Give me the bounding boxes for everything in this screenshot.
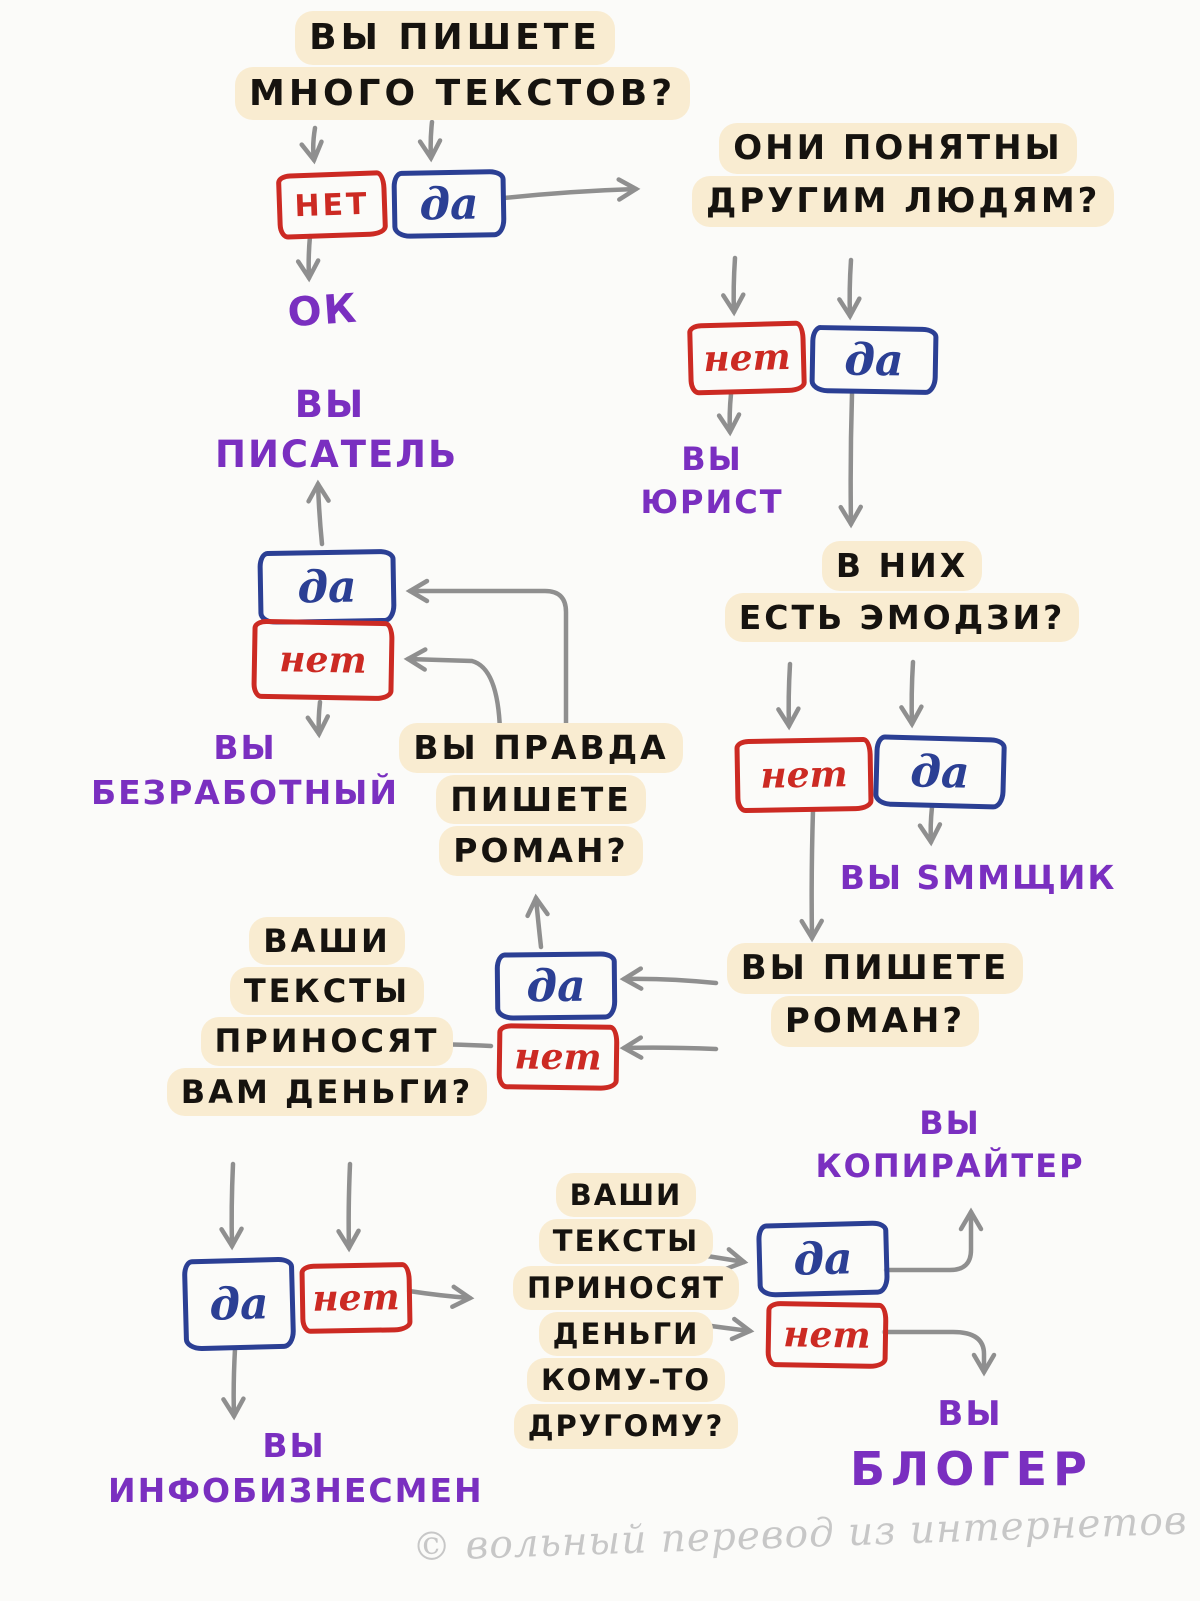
- credit-caption: © вольный перевод из интернетов: [411, 1498, 1189, 1571]
- result-line: БЕЗРАБОТНЫЙ: [90, 772, 399, 812]
- answer-no-understandable: нет: [687, 320, 807, 396]
- result-line: ВЫ: [213, 728, 277, 767]
- arrow-yes-bl-to-info: [221, 1346, 246, 1421]
- question-line: ДЕНЬГИ: [538, 1311, 714, 1357]
- question-line: ПРИНОСЯТ: [512, 1265, 740, 1310]
- question-line: КОМУ-ТО: [526, 1358, 726, 1403]
- arrow-q3-to-yes: [899, 659, 924, 729]
- question-line: ЕСТЬ ЭМОДЗИ?: [724, 592, 1080, 643]
- answer-yes-really-novel: да: [257, 548, 397, 626]
- result-line: БЛОГЕР: [850, 1441, 1093, 1496]
- question-line: ДРУГИМ ЛЮДЯМ?: [692, 175, 1115, 227]
- answer-yes-novel: да: [494, 951, 618, 1021]
- result-line: КОПИРАЙТЕР: [815, 1147, 1085, 1186]
- answer-no-emoji: нет: [734, 736, 874, 814]
- answer-no-money-other: нет: [765, 1300, 889, 1370]
- result-ok: ОК: [261, 280, 384, 342]
- arrow-no-to-q5: [799, 807, 824, 943]
- arrow-q3-to-no: [776, 661, 801, 731]
- result-line: ВЫ: [262, 1426, 326, 1465]
- result-line: ИНФОБИЗНЕСМЕН: [108, 1470, 484, 1510]
- result-line: ВЫ: [294, 383, 366, 426]
- answer-no-novel: нет: [496, 1023, 620, 1091]
- result-lawyer: ВЫ ЮРИСТ: [622, 438, 802, 524]
- result-line: ВЫ: [681, 440, 743, 478]
- arrow-yes-to-smm: [917, 804, 943, 847]
- arrow-q1-to-yes: [417, 119, 443, 163]
- arrow-no-to-ok: [295, 233, 321, 283]
- arrow-q4-to-no-left: [403, 647, 503, 734]
- question-money-for-you: ВАШИ ТЕКСТЫ ПРИНОСЯТ ВАМ ДЕНЬГИ?: [152, 916, 502, 1117]
- answer-no-money-you: нет: [299, 1262, 413, 1334]
- arrow-yes-to-q3: [838, 391, 863, 529]
- question-money-for-someone-else: ВАШИ ТЕКСТЫ ПРИНОСЯТ ДЕНЬГИ КОМУ-ТО ДРУГ…: [487, 1172, 765, 1450]
- question-line: ВЫ ПИШЕТЕ: [295, 11, 615, 65]
- question-line: В НИХ: [821, 541, 983, 591]
- arrow-q2-to-yes: [837, 257, 862, 321]
- arrow-no-bl-to-q7: [406, 1284, 475, 1310]
- answer-yes-write-many: да: [391, 169, 507, 239]
- question-understandable: ОНИ ПОНЯТНЫ ДРУГИМ ЛЮДЯМ?: [692, 122, 1115, 228]
- question-line: ВАШИ: [555, 1173, 697, 1218]
- result-line: ВЫ: [937, 1394, 1003, 1434]
- result-line: ПИСАТЕЛЬ: [215, 432, 459, 476]
- arrow-yes-mid-to-q4: [525, 893, 550, 950]
- result-copywriter: ВЫ КОПИРАЙТЕР: [800, 1102, 1100, 1188]
- question-really-novel: ВЫ ПРАВДА ПИШЕТЕ РОМАН?: [393, 722, 689, 877]
- arrow-q4-to-yes-left: [405, 578, 569, 736]
- answer-no-write-many: НЕТ: [275, 170, 389, 240]
- arrow-q2-to-no: [721, 255, 746, 317]
- question-line: ДРУГОМУ?: [513, 1404, 739, 1449]
- question-line: ВЫ ПРАВДА: [399, 723, 683, 773]
- arrow-yes-to-q2: [501, 177, 641, 202]
- question-line: МНОГО ТЕКСТОВ?: [235, 66, 691, 121]
- result-line: ОК: [286, 285, 360, 337]
- question-line: РОМАН?: [770, 995, 980, 1047]
- result-line: ЮРИСТ: [640, 483, 784, 522]
- result-writer: ВЫ ПИСАТЕЛЬ: [215, 380, 459, 480]
- answer-yes-emoji: да: [873, 734, 1007, 810]
- arrow-q6-to-no-bl: [336, 1161, 361, 1253]
- arrow-no-to-lawyer: [716, 391, 742, 437]
- answer-yes-understandable: да: [809, 324, 939, 396]
- arrow-q5-to-no-mid: [619, 1035, 719, 1060]
- arrow-q6-to-yes-bl: [219, 1161, 244, 1251]
- result-unemployed: ВЫ БЕЗРАБОТНЫЙ: [90, 726, 400, 815]
- question-line: ПИШЕТЕ: [436, 774, 646, 825]
- question-write-many-texts: ВЫ ПИШЕТЕ МНОГО ТЕКСТОВ?: [235, 10, 691, 121]
- question-emoji: В НИХ ЕСТЬ ЭМОДЗИ?: [722, 540, 1082, 643]
- result-line: ВЫ: [919, 1104, 981, 1142]
- result-line: ВЫ SMMЩИК: [839, 858, 1117, 897]
- arrow-yes-left-to-writer: [306, 479, 331, 547]
- question-line: РОМАН?: [439, 826, 643, 876]
- question-line: ВАМ ДЕНЬГИ?: [166, 1067, 488, 1116]
- answer-yes-money-you: да: [181, 1256, 297, 1352]
- arrow-q1-to-no: [299, 125, 324, 165]
- question-line: ВАШИ: [249, 917, 405, 966]
- question-novel: ВЫ ПИШЕТЕ РОМАН?: [705, 942, 1045, 1048]
- question-line: ВЫ ПИШЕТЕ: [726, 943, 1024, 994]
- result-smm: ВЫ SMMЩИК: [838, 856, 1118, 901]
- arrow-yes-br-to-copywriter: [883, 1207, 984, 1273]
- arrow-no-br-to-blogger: [881, 1329, 997, 1377]
- answer-yes-money-other: да: [756, 1220, 890, 1298]
- question-line: ТЕКСТЫ: [538, 1219, 714, 1264]
- question-line: ПРИНОСЯТ: [200, 1017, 454, 1066]
- arrow-q5-to-yes-mid: [619, 966, 719, 991]
- result-blogger: ВЫ БЛОГЕР: [850, 1392, 1090, 1500]
- question-line: ТЕКСТЫ: [229, 967, 425, 1016]
- result-infobusinessman: ВЫ ИНФОБИЗНЕСМЕН: [108, 1424, 484, 1513]
- question-line: ОНИ ПОНЯТНЫ: [719, 123, 1077, 174]
- answer-no-really-novel: нет: [251, 618, 395, 702]
